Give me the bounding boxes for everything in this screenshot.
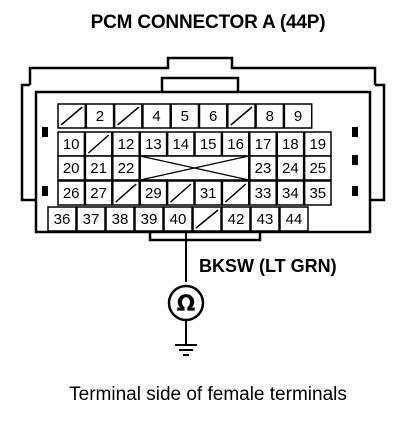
pin-18: 18 xyxy=(276,131,305,157)
pin-37: 37 xyxy=(76,206,106,232)
pin-empty xyxy=(166,180,195,206)
pin-20: 20 xyxy=(57,155,86,181)
pin-label: 35 xyxy=(309,185,326,202)
pin-14: 14 xyxy=(166,131,195,157)
pin-label: 42 xyxy=(228,211,245,228)
pin-label: 43 xyxy=(257,211,274,228)
pin-39: 39 xyxy=(134,206,164,232)
pin-label: 23 xyxy=(255,160,272,177)
pin-16: 16 xyxy=(221,131,250,157)
pin-26: 26 xyxy=(57,180,86,206)
pin-31: 31 xyxy=(194,180,223,206)
pin-label: 39 xyxy=(141,211,158,228)
pin-40: 40 xyxy=(163,206,193,232)
pin-label: 22 xyxy=(118,160,135,177)
pin-empty xyxy=(57,103,87,129)
pin-label: 20 xyxy=(63,160,80,177)
pin-8: 8 xyxy=(255,103,285,129)
pin-25: 25 xyxy=(303,155,332,181)
pin-6: 6 xyxy=(198,103,228,129)
diagram-title: PCM CONNECTOR A (44P) xyxy=(90,12,326,33)
pin-empty xyxy=(84,131,113,157)
pin-label: 18 xyxy=(282,136,299,153)
pin-9: 9 xyxy=(283,103,313,129)
pin-33: 33 xyxy=(249,180,277,206)
pin-24: 24 xyxy=(276,155,305,181)
pin-21: 21 xyxy=(84,155,113,181)
pin-5: 5 xyxy=(170,103,200,129)
pin-label: 44 xyxy=(286,211,303,228)
pin-label: 40 xyxy=(170,211,187,228)
pin-10: 10 xyxy=(57,131,86,157)
pin-label: 24 xyxy=(282,160,299,177)
pin-label: 25 xyxy=(309,160,326,177)
latch-nubs xyxy=(42,127,358,196)
ground-icon xyxy=(175,344,197,356)
pin-empty xyxy=(221,180,250,206)
pin-22: 22 xyxy=(112,155,140,181)
pin-label: 34 xyxy=(282,185,299,202)
pin-label: 2 xyxy=(96,108,104,125)
pin-27: 27 xyxy=(84,180,113,206)
pin-label: 9 xyxy=(294,108,302,125)
pin-19: 19 xyxy=(303,131,332,157)
pin-label: 31 xyxy=(200,185,217,202)
pin-label: 37 xyxy=(83,211,100,228)
pin-empty xyxy=(227,103,256,129)
pin-label: 12 xyxy=(118,136,135,153)
pin-17: 17 xyxy=(249,131,277,157)
pin-13: 13 xyxy=(139,131,168,157)
pin-label: 19 xyxy=(309,136,326,153)
pin-label: 29 xyxy=(145,185,162,202)
ohm-symbol: Ω xyxy=(177,292,196,317)
pin-label: 15 xyxy=(200,136,217,153)
pin-label: 33 xyxy=(255,185,272,202)
pin-label: 5 xyxy=(181,108,189,125)
pin-36: 36 xyxy=(47,206,77,232)
pin-label: 27 xyxy=(90,185,107,202)
pin-empty xyxy=(139,155,250,181)
pin-empty xyxy=(192,206,222,232)
pin-label: 16 xyxy=(227,136,244,153)
pin-29: 29 xyxy=(139,180,168,206)
pin-label: 13 xyxy=(145,136,162,153)
pin-34: 34 xyxy=(276,180,305,206)
pin-label: 38 xyxy=(112,211,129,228)
pin-empty xyxy=(112,180,140,206)
pin-label: 14 xyxy=(172,136,189,153)
pin-38: 38 xyxy=(105,206,135,232)
pin-label: 6 xyxy=(209,108,217,125)
connector-housing xyxy=(20,56,386,242)
pin-15: 15 xyxy=(194,131,223,157)
pin-42: 42 xyxy=(221,206,251,232)
pin-43: 43 xyxy=(250,206,280,232)
pin-empty xyxy=(113,103,143,129)
pin-label: 8 xyxy=(266,108,274,125)
pin-label: 4 xyxy=(152,108,160,125)
pin-12: 12 xyxy=(112,131,140,157)
pin-label: 26 xyxy=(63,185,80,202)
signal-label: BKSW (LT GRN) xyxy=(199,256,337,276)
pin-label: 10 xyxy=(63,136,80,153)
pin-label: 17 xyxy=(255,136,272,153)
pin-4: 4 xyxy=(142,103,171,129)
pin-2: 2 xyxy=(85,103,115,129)
pin-label: 36 xyxy=(54,211,71,228)
pin-35: 35 xyxy=(303,180,332,206)
diagram-caption: Terminal side of female terminals xyxy=(69,384,347,405)
pin-label: 21 xyxy=(90,160,107,177)
pin-44: 44 xyxy=(279,206,309,232)
pin-23: 23 xyxy=(249,155,277,181)
